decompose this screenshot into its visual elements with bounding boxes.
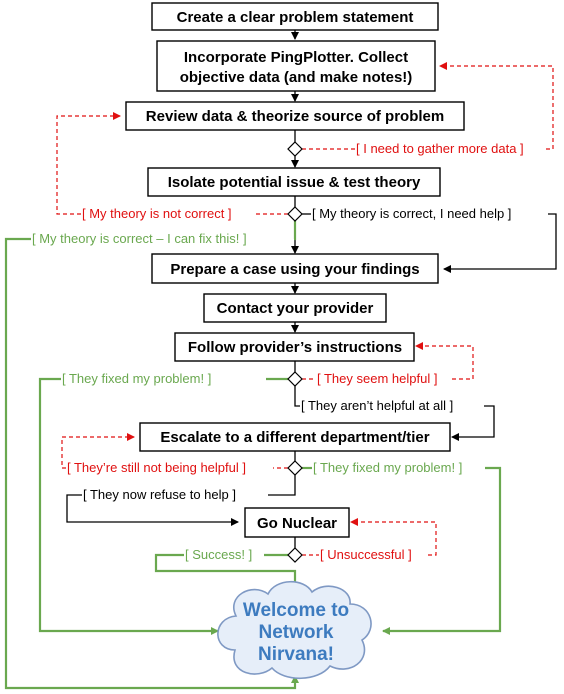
box-contact [203, 293, 387, 323]
box-prepare [151, 253, 439, 284]
box-follow-text: Follow provider’s instructions [188, 339, 402, 356]
process-boxes [125, 2, 465, 538]
decision-diamond-theory [287, 206, 303, 222]
box-nuclear [244, 507, 350, 538]
success-connectors [4, 221, 502, 690]
label-still-not-helpful: [ They’re still not being helpful ] [67, 460, 246, 475]
box-prepare-text: Prepare a case using your findings [170, 261, 419, 278]
decision-diamonds [287, 141, 303, 563]
decision-diamond-gather [287, 141, 303, 157]
label-theory-correct-can-fix: [ My theory is correct – I can fix this!… [32, 231, 247, 246]
box-escalate-text: Escalate to a different department/tier [160, 429, 429, 446]
cloud-text-line1: Welcome to [243, 600, 349, 621]
box-review [125, 101, 465, 131]
box-nuclear-text: Go Nuclear [257, 515, 337, 532]
box-isolate [147, 167, 441, 197]
decision-diamond-nuclear [287, 547, 303, 563]
label-success: [ Success! ] [185, 547, 252, 562]
label-theory-correct-need-help: [ My theory is correct, I need help ] [312, 206, 511, 221]
cloud-text-line2: Network [259, 622, 334, 643]
label-not-helpful-at-all: [ They aren’t helpful at all ] [301, 398, 453, 413]
label-now-refuse-to-help: [ They now refuse to help ] [83, 487, 236, 502]
label-they-fixed-problem-1: [ They fixed my problem! ] [62, 371, 211, 386]
cloud-shape [217, 580, 372, 679]
label-they-fixed-problem-2: [ They fixed my problem! ] [313, 460, 462, 475]
retry-connectors [56, 62, 554, 556]
box-contact-text: Contact your provider [217, 300, 374, 317]
box-pingplotter [156, 40, 436, 92]
label-they-seem-helpful: [ They seem helpful ] [317, 371, 437, 386]
decision-diamond-follow [287, 371, 303, 387]
box-escalate [139, 422, 451, 452]
box-isolate-text: Isolate potential issue & test theory [168, 174, 421, 191]
box-follow [174, 332, 415, 362]
label-unsuccessful: [ Unsuccessful ] [320, 547, 412, 562]
cloud-text-line3: Nirvana! [258, 644, 334, 665]
box-problem-statement-text: Create a clear problem statement [177, 9, 414, 26]
box-problem-statement [151, 2, 439, 31]
box-pingplotter-text-line1: Incorporate PingPlotter. Collect [184, 49, 408, 66]
label-theory-not-correct: [ My theory is not correct ] [82, 206, 232, 221]
decision-diamond-escalate [287, 460, 303, 476]
label-gather-more-data: [ I need to gather more data ] [356, 141, 524, 156]
box-pingplotter-text-line2: objective data (and make notes!) [180, 69, 413, 86]
box-review-text: Review data & theorize source of problem [146, 108, 444, 125]
network-nirvana-cloud: Welcome to Network Nirvana! [217, 580, 372, 679]
